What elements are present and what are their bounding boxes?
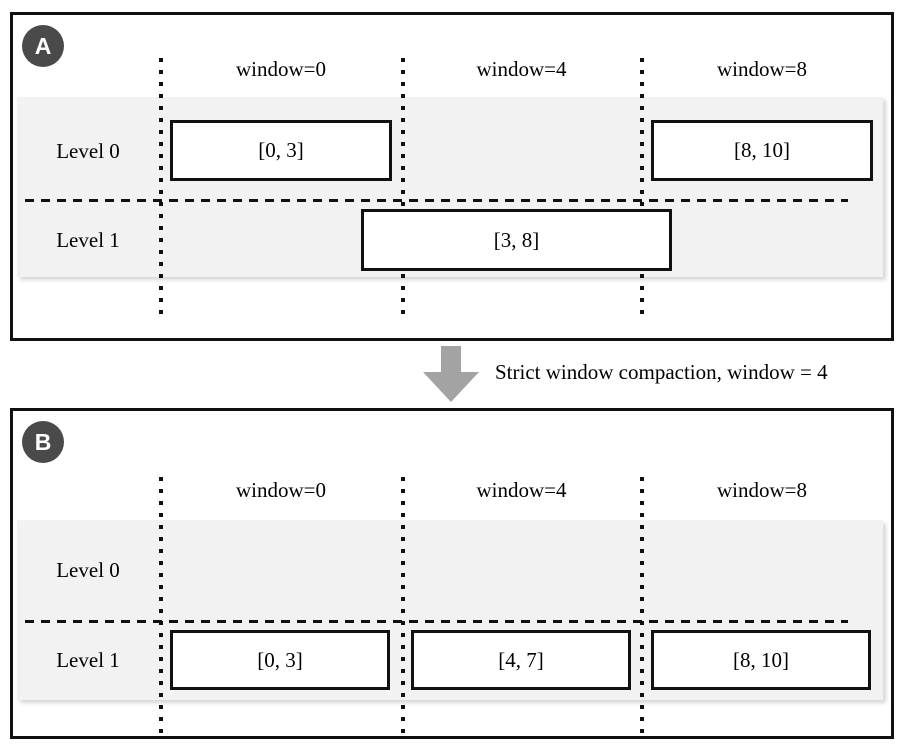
sstable-range: [8, 10] [734,138,790,162]
panel-b: B window=0 window=4 window=8 Level 0 Lev… [10,408,894,739]
panel-b-header-window-4: window=4 [476,478,567,502]
level-divider-dashed-line [25,199,848,202]
column-separator-dotted-line [401,58,405,322]
level-divider-dashed-line [25,620,848,623]
column-separator-dotted-line [640,477,644,735]
sstable-box: [8, 10] [651,630,871,690]
sstable-box: [3, 8] [361,209,672,271]
sstable-box: [0, 3] [170,120,392,181]
sstable-box: [0, 3] [170,630,390,690]
panel-a-badge: A [22,25,64,67]
panel-a: A window=0 window=4 window=8 Level 0 Lev… [10,12,894,341]
sstable-range: [4, 7] [498,647,544,672]
panel-b-header-window-8: window=8 [716,478,807,502]
panel-b-badge-letter: B [34,428,52,455]
sstable-range: [0, 3] [257,647,303,672]
column-separator-dotted-line [159,477,163,735]
panel-a-level-1-label: Level 1 [56,228,120,252]
column-separator-dotted-line [159,58,163,322]
column-separator-dotted-line [401,477,405,735]
down-arrow-icon [441,346,461,373]
down-arrow-icon [423,372,479,402]
panel-a-header-window-4: window=4 [476,57,567,81]
panel-a-level-0-label: Level 0 [56,139,120,163]
panel-a-badge-letter: A [34,32,52,59]
panel-a-header-window-8: window=8 [716,57,807,81]
transition-caption: Strict window compaction, window = 4 [495,360,828,384]
sstable-range: [8, 10] [733,647,789,672]
sstable-box: [8, 10] [651,120,873,181]
column-separator-dotted-line [640,58,644,322]
sstable-range: [3, 8] [493,227,540,252]
panel-a-header-window-0: window=0 [235,57,326,81]
sstable-range: [0, 3] [258,138,304,162]
panel-b-header-window-0: window=0 [235,478,326,502]
panel-b-level-1-label: Level 1 [56,648,120,672]
panel-b-level-0-label: Level 0 [56,558,120,582]
panel-b-badge: B [22,421,64,463]
sstable-box: [4, 7] [411,630,631,690]
